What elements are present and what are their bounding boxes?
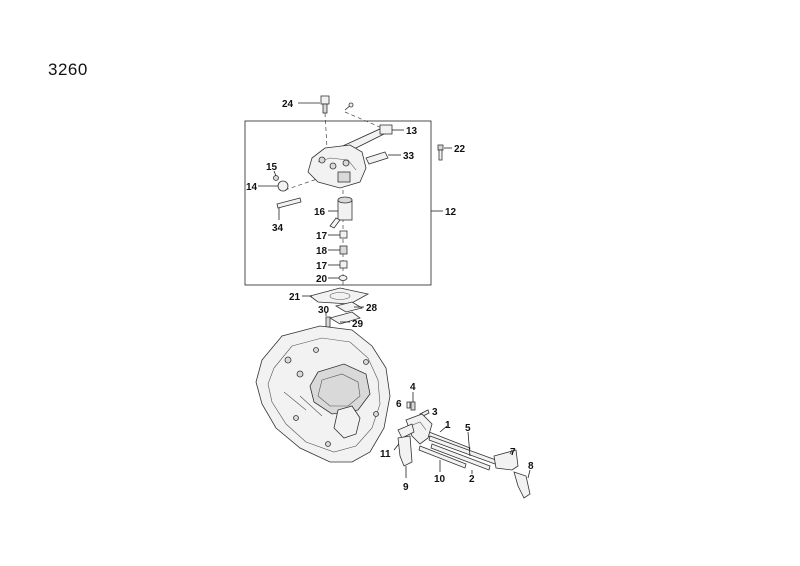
callout-6: 6 (396, 399, 402, 410)
callout-15: 15 (266, 162, 278, 173)
callout-2: 2 (469, 474, 475, 485)
part-16-sleeve (328, 196, 353, 229)
callout-22: 22 (454, 144, 466, 155)
callout-30: 30 (318, 305, 330, 316)
part-18-spring (328, 245, 348, 255)
part-22-bolt (437, 144, 452, 161)
part-14-15-cap (258, 170, 289, 192)
callout-11: 11 (380, 449, 391, 460)
callout-9: 9 (403, 482, 409, 493)
callout-13: 13 (406, 126, 418, 137)
part-10-shift-rail (418, 445, 467, 472)
part-21-gasket (302, 287, 370, 305)
part-20-washer (328, 275, 348, 281)
callout-10: 10 (434, 474, 446, 485)
callout-5: 5 (465, 423, 471, 434)
callout-28: 28 (366, 303, 378, 314)
part-24-bolt (298, 95, 330, 114)
assembly-12-frame (244, 120, 432, 286)
part-17-bushing-b (328, 260, 348, 269)
callout-33: 33 (403, 151, 415, 162)
part-2-shift-rail (430, 443, 491, 474)
small-screw (344, 102, 354, 111)
part-8-lever (513, 469, 531, 499)
callout-17a: 17 (316, 231, 328, 242)
callout-20: 20 (316, 274, 328, 285)
part-6-pin (406, 401, 411, 409)
callout-34: 34 (272, 223, 284, 234)
part-28-plate (334, 301, 364, 313)
callout-4: 4 (410, 382, 416, 393)
part-17-bushing-a (328, 230, 348, 239)
shifter-housing (307, 144, 367, 189)
part-1-shift-fork (405, 413, 433, 445)
callout-16: 16 (314, 207, 326, 218)
callout-24: 24 (282, 99, 294, 110)
part-34-screw (276, 197, 302, 220)
callout-17b: 17 (316, 261, 328, 272)
transmission-housing (255, 325, 391, 463)
part-7-bracket (493, 449, 519, 471)
page-number: 3260 (48, 60, 88, 79)
callout-3: 3 (432, 407, 438, 418)
callout-21: 21 (289, 292, 301, 303)
part-4-pin (410, 392, 416, 411)
callout-8: 8 (528, 461, 534, 472)
part-33-bolt (365, 151, 401, 165)
part-29-bracket (328, 311, 361, 325)
callout-14: 14 (246, 182, 258, 193)
callout-1: 1 (445, 420, 451, 431)
callout-29: 29 (352, 319, 364, 330)
part-9-fork (397, 435, 413, 478)
callout-18: 18 (316, 246, 328, 257)
callout-7: 7 (510, 447, 516, 458)
callout-12: 12 (445, 207, 457, 218)
